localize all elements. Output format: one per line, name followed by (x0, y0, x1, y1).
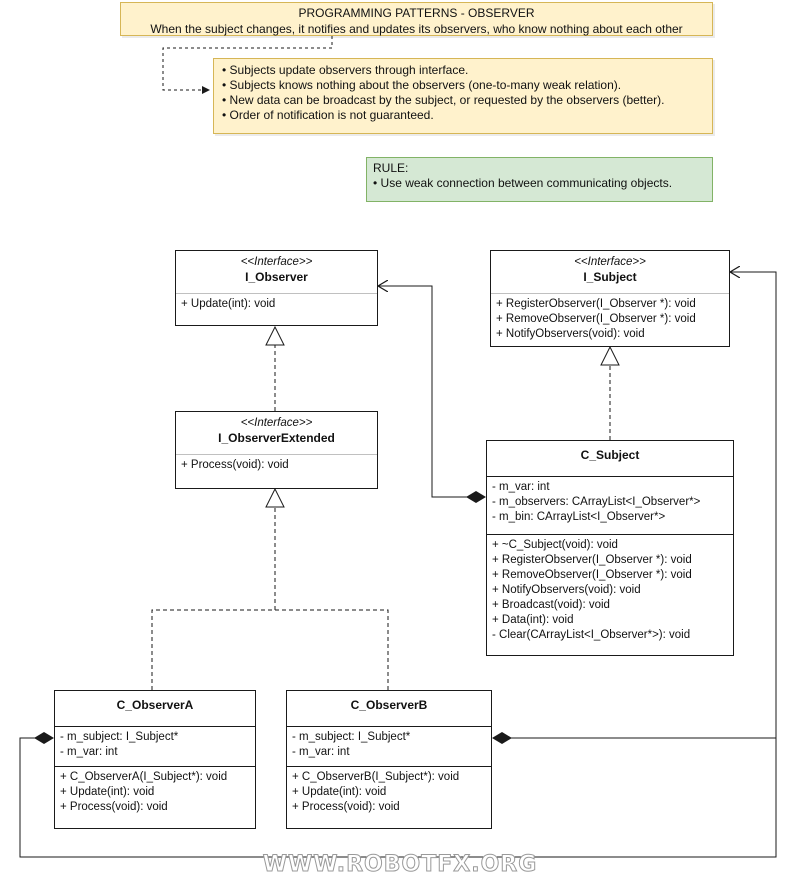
class-i-observer: <<Interface>> I_Observer + Update(int): … (175, 250, 378, 326)
note-link-arrow (162, 36, 333, 94)
rule-list: Use weak connection between communicatin… (373, 176, 706, 191)
class-field: - m_bin: CArrayList<I_Observer*> (492, 511, 666, 523)
realization-triangle-extended (265, 487, 285, 508)
class-method: + NotifyObservers(void): void (496, 328, 645, 340)
class-stereotype: <<Interface>> (574, 256, 646, 268)
class-c-subject: C_Subject - m_var: int - m_observers: CA… (486, 440, 734, 656)
header-note: PROGRAMMING PATTERNS - OBSERVER When the… (120, 2, 713, 36)
class-method: + C_ObserverA(I_Subject*): void (60, 771, 228, 783)
class-c-observer-a: C_ObserverA - m_subject: I_Subject* - m_… (54, 690, 256, 829)
class-method: + ~C_Subject(void): void (492, 539, 618, 551)
rule-item: Use weak connection between communicatin… (373, 176, 706, 191)
fact-item: Order of notification is not guaranteed. (222, 108, 704, 123)
facts-list: Subjects update observers through interf… (222, 63, 704, 123)
rule-note: RULE: Use weak connection between commun… (366, 157, 713, 202)
rule-title: RULE: (373, 161, 409, 175)
class-method: + Update(int): void (181, 298, 276, 310)
site-watermark: WWW.ROBOTFX.ORG (262, 852, 538, 878)
class-method: + RemoveObserver(I_Observer *): void (496, 313, 696, 325)
diagram-title: PROGRAMMING PATTERNS - OBSERVER (298, 6, 535, 20)
fact-item: Subjects knows nothing about the observe… (222, 78, 704, 93)
class-method: + Process(void): void (60, 801, 168, 813)
composition-diamond-subject (466, 491, 486, 503)
association-observerb-isubject (511, 272, 777, 739)
fact-item: New data can be broadcast by the subject… (222, 93, 704, 108)
class-name: C_Subject (580, 448, 640, 462)
composition-subject-observers (378, 286, 467, 498)
class-method: + Data(int): void (492, 614, 574, 626)
class-stereotype: <<Interface>> (240, 417, 313, 429)
class-method: + C_ObserverB(I_Subject*): void (292, 771, 460, 783)
class-method: + NotifyObservers(void): void (492, 584, 641, 596)
diagram-subtitle: When the subject changes, it notifies an… (150, 22, 683, 36)
class-i-subject: <<Interface>> I_Subject + RegisterObserv… (490, 250, 730, 347)
class-i-observer-extended: <<Interface>> I_ObserverExtended + Proce… (175, 411, 378, 489)
class-field: - m_var: int (492, 481, 550, 493)
class-method: + RegisterObserver(I_Observer *): void (496, 298, 696, 310)
class-method: + RegisterObserver(I_Observer *): void (492, 554, 692, 566)
class-method: + Broadcast(void): void (492, 599, 610, 611)
class-stereotype: <<Interface>> (240, 256, 313, 268)
association-observera-isubject (19, 737, 777, 858)
class-field: - m_observers: CArrayList<I_Observer*> (492, 496, 701, 508)
class-name: I_ObserverExtended (218, 431, 335, 445)
realization-observers-to-extended (151, 507, 389, 690)
class-method: + Update(int): void (60, 786, 155, 798)
class-method: + Process(void): void (292, 801, 400, 813)
class-field: - m_subject: I_Subject* (60, 731, 179, 743)
class-name: C_ObserverB (350, 698, 428, 712)
realization-triangle-observer (265, 325, 285, 346)
fact-item: Subjects update observers through interf… (222, 63, 704, 78)
composition-diamond-observerb (492, 732, 512, 744)
class-method: + Process(void): void (181, 459, 289, 471)
class-method: + Update(int): void (292, 786, 387, 798)
class-field: - m_var: int (292, 746, 350, 758)
class-field: - m_subject: I_Subject* (292, 731, 411, 743)
class-method: + RemoveObserver(I_Observer *): void (492, 569, 692, 581)
facts-note: Subjects update observers through interf… (213, 58, 713, 134)
realization-triangle-isubject (600, 345, 620, 366)
class-name: I_Observer (245, 270, 308, 284)
class-field: - m_var: int (60, 746, 118, 758)
class-method: - Clear(CArrayList<I_Observer*>): void (492, 629, 691, 641)
class-c-observer-b: C_ObserverB - m_subject: I_Subject* - m_… (286, 690, 492, 829)
composition-diamond-observera (34, 732, 54, 744)
class-name: C_ObserverA (116, 698, 194, 712)
class-name: I_Subject (583, 270, 637, 284)
